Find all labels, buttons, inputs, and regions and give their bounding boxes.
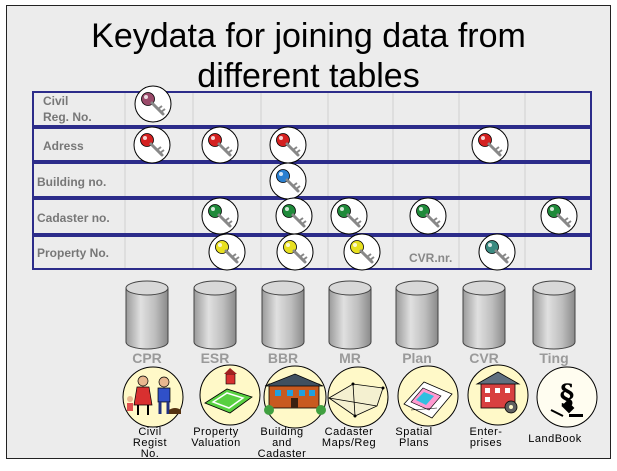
key-adress-esr: [201, 126, 239, 164]
key-cadaster-no-ting: [540, 197, 578, 235]
key-property-no-bbr: [276, 233, 314, 271]
system-label-1-line-0: Property: [193, 426, 239, 438]
row-label-adress: Adress: [43, 139, 84, 153]
system-label-0-line-0: Civil: [138, 426, 161, 438]
system-label-5-line-1: prises: [470, 437, 502, 449]
system-label-2-line-0: Building: [260, 426, 303, 438]
db-label-mr: MR: [339, 350, 361, 366]
db-label-plan: Plan: [402, 350, 432, 366]
key-property-no-esr: [208, 233, 246, 271]
db-cylinder-plan: [395, 280, 439, 350]
system-label-1-line-1: Valuation: [191, 437, 241, 449]
key-cadaster-no-plan: [409, 197, 447, 235]
db-label-ting: Ting: [539, 350, 568, 366]
key-cvr-nr-cvr: [478, 233, 516, 271]
system-label-2-line-2: Cadaster: [258, 448, 307, 460]
cvr-nr-label: CVR.nr.: [409, 251, 452, 265]
row-label-building-no: Building no.: [37, 175, 106, 189]
civil-registry-emblem: [122, 366, 184, 428]
db-cylinder-cvr: [462, 280, 506, 350]
row-label-property-no: Property No.: [37, 246, 109, 260]
key-adress-cpr: [133, 126, 171, 164]
spatial-plans-emblem: [397, 365, 459, 427]
system-emblems: §: [122, 364, 598, 429]
db-cylinder-cpr: [125, 280, 169, 350]
db-label-cvr: CVR: [469, 350, 499, 366]
system-label-4-line-1: Plans: [399, 437, 429, 449]
slide-title: Keydata for joining data from different …: [7, 16, 610, 96]
building-cadaster-emblem: [263, 365, 327, 429]
system-label-0-line-1: Regist: [133, 437, 167, 449]
cadaster-maps-emblem: [327, 366, 389, 428]
key-building-no-bbr: [269, 162, 307, 200]
key-cadaster-no-bbr: [275, 197, 313, 235]
slide: Keydata for joining data from different …: [6, 5, 611, 460]
system-label-3-line-1: Maps/Reg: [322, 437, 376, 449]
title-line-1: Keydata for joining data from: [91, 17, 526, 55]
land-book-emblem: §: [536, 366, 598, 428]
db-label-bbr: BBR: [268, 350, 298, 366]
db-cylinder-esr: [193, 280, 237, 350]
key-icons: [133, 85, 578, 271]
row-label-cadaster-no: Cadaster no.: [37, 211, 110, 225]
svg-text:§: §: [560, 378, 575, 411]
db-label-cpr: CPR: [132, 350, 162, 366]
db-cylinder-ting: [532, 280, 576, 350]
key-civil-reg-cpr: [134, 85, 172, 123]
key-adress-cvr: [471, 126, 509, 164]
system-label-2-line-1: and: [272, 437, 292, 449]
system-label-5-line-0: Enter-: [470, 426, 503, 438]
key-property-no-mr: [343, 233, 381, 271]
key-cadaster-no-esr: [201, 197, 239, 235]
enterprises-emblem: [467, 364, 529, 426]
key-cadaster-no-mr: [330, 197, 368, 235]
system-label-3-line-0: Cadaster: [325, 426, 374, 438]
system-label-6-line-0: LandBook: [528, 433, 582, 445]
property-valuation-emblem: [199, 364, 261, 426]
db-cylinder-mr: [328, 280, 372, 350]
column-guides: [124, 92, 526, 268]
db-cylinder-bbr: [261, 280, 305, 350]
system-label-0-line-2: No.: [141, 448, 160, 460]
db-label-esr: ESR: [201, 350, 230, 366]
title-line-2: different tables: [197, 57, 420, 95]
row-label-civil-reg-line2: Reg. No.: [43, 110, 92, 124]
database-cylinders: [125, 280, 576, 350]
keydata-diagram: Civil Reg. No. Adress Building no. Cadas…: [32, 85, 598, 460]
key-adress-bbr: [269, 126, 307, 164]
row-label-civil-reg-line1: Civil: [43, 94, 68, 108]
system-label-4-line-0: Spatial: [395, 426, 432, 438]
row-grid: [32, 91, 592, 270]
